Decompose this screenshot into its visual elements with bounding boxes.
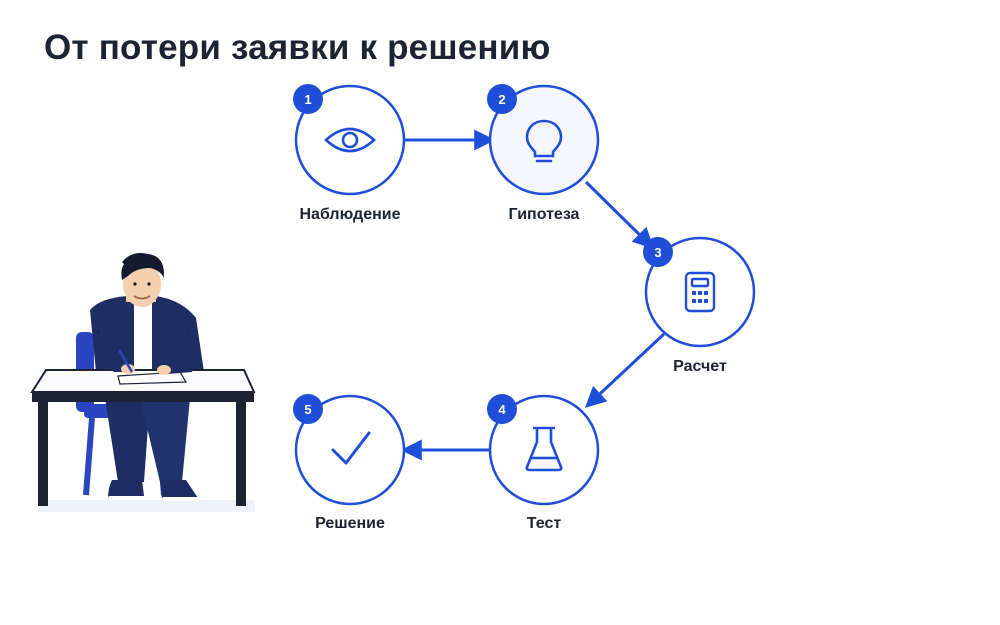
lightbulb-icon xyxy=(525,119,563,163)
checkmark-icon xyxy=(331,431,371,465)
step-badge-3 xyxy=(643,237,673,267)
step-node-4: 4 Тест xyxy=(487,394,600,532)
step-number-4: 4 xyxy=(498,402,506,417)
step-number-1: 1 xyxy=(304,92,311,107)
calculator-icon xyxy=(684,271,716,313)
page-title: От потери заявки к решению xyxy=(44,28,551,67)
step-label-3: Расчет xyxy=(673,358,727,375)
head xyxy=(121,253,164,307)
step-badge-4 xyxy=(487,394,517,424)
step-number-2: 2 xyxy=(498,92,505,107)
calculator-keys xyxy=(692,291,708,303)
step-badge-1 xyxy=(293,84,323,114)
flow-arrows xyxy=(400,129,666,461)
step-number-5: 5 xyxy=(304,402,311,417)
arrow-2-to-3 xyxy=(584,180,654,249)
step-badge-2 xyxy=(487,84,517,114)
step-label-2: Гипотеза xyxy=(509,206,580,223)
person-at-desk-illustration xyxy=(30,253,256,512)
arms-and-paper xyxy=(96,330,196,385)
step-label-4: Тест xyxy=(527,515,562,532)
floor-shadow xyxy=(40,500,255,512)
step-label-1: Наблюдение xyxy=(299,206,400,223)
flask-icon xyxy=(525,426,563,472)
step-badge-5 xyxy=(293,394,323,424)
step-label-5: Решение xyxy=(315,515,385,532)
arrow-3-to-4 xyxy=(584,332,666,408)
step-node-2: 2 Гипотеза xyxy=(487,84,600,223)
legs xyxy=(105,398,200,501)
step-node-5: 5 Решение xyxy=(293,394,406,532)
step-node-3: 3 Расчет xyxy=(643,236,756,375)
step-number-3: 3 xyxy=(654,245,661,260)
eye-icon xyxy=(324,127,376,153)
step-node-1: 1 Наблюдение xyxy=(293,84,406,223)
